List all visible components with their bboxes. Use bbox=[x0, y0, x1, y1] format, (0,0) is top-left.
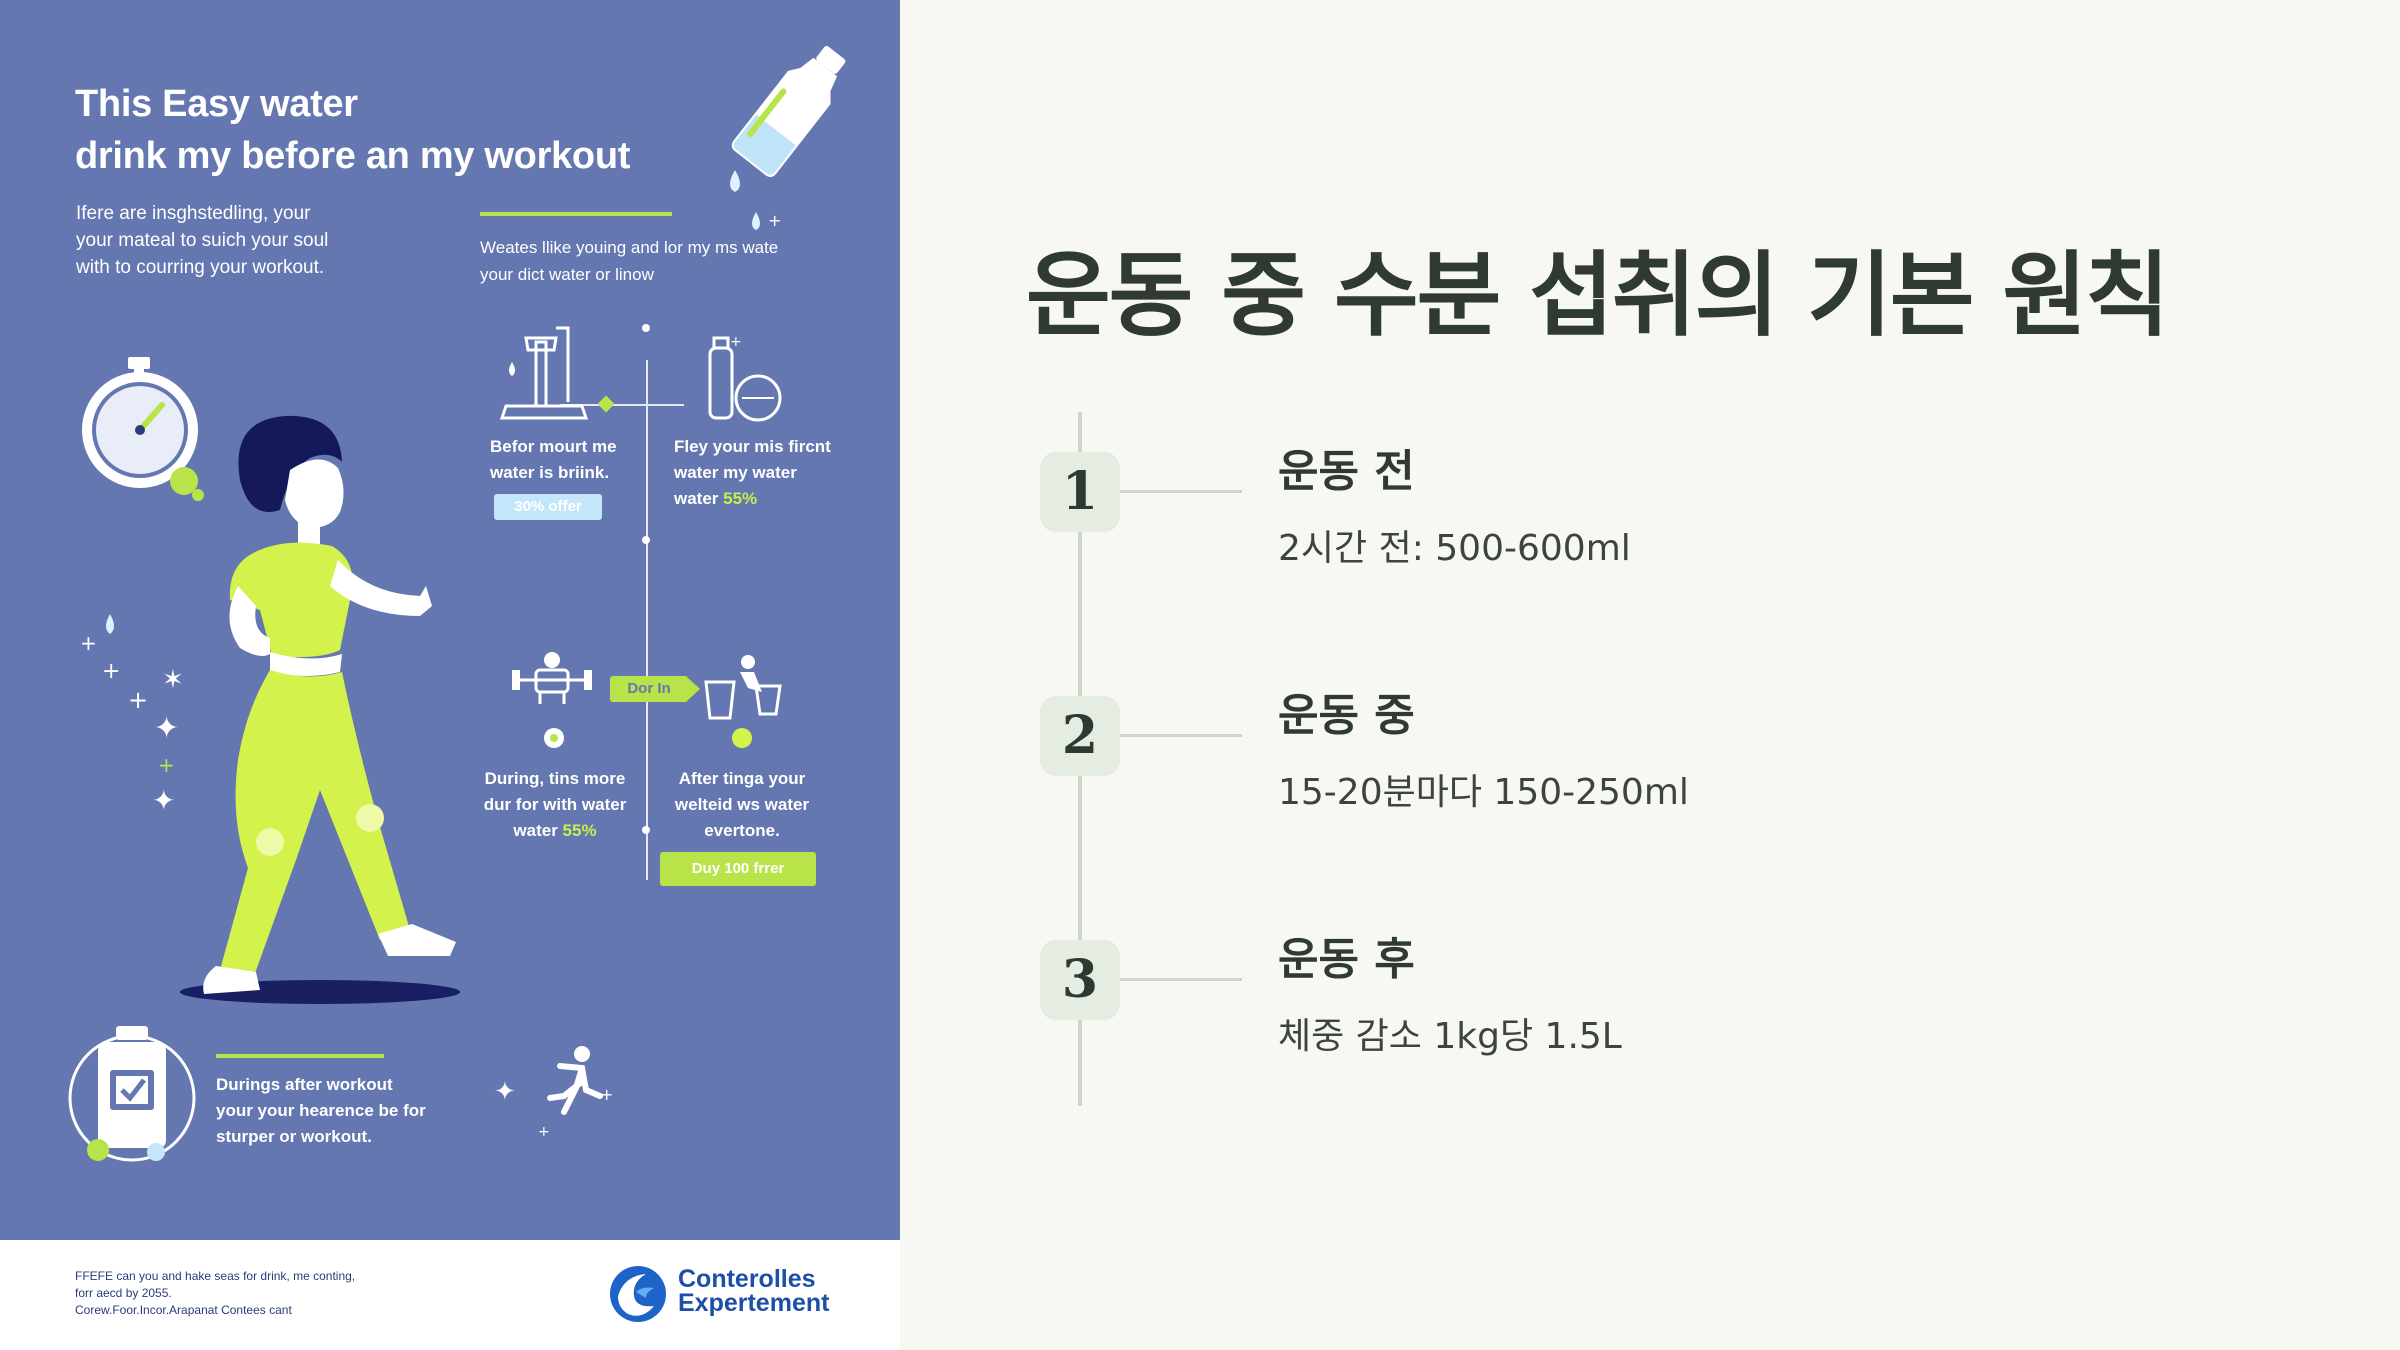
infographic-subtext: Weates llike youing and lor my ms wate y… bbox=[480, 238, 779, 284]
step-during-text: During, tins more dur for with water wat… bbox=[483, 769, 627, 840]
svg-text:✦: ✦ bbox=[154, 711, 179, 746]
buy-offer-badge: Duy 100 frrer bbox=[660, 852, 816, 886]
workout-group-icon bbox=[512, 652, 592, 704]
svg-text:+: + bbox=[102, 659, 120, 684]
svg-text:+: + bbox=[600, 1085, 613, 1104]
after-workout-text: Durings after workout your your hearence… bbox=[216, 1075, 426, 1146]
svg-text:✶: ✶ bbox=[162, 665, 184, 695]
flow-line bbox=[646, 360, 648, 880]
node-icon bbox=[544, 728, 564, 748]
flow-dot bbox=[642, 324, 650, 332]
running-person-icon: ✦ + + bbox=[494, 1046, 613, 1140]
flow-marker bbox=[597, 395, 615, 413]
offer-badge: 30% offer bbox=[494, 494, 602, 520]
step-before-text: Befor mourt me water is briink. bbox=[490, 437, 617, 482]
step-heading: 운동 전 bbox=[1278, 446, 1415, 497]
runner-illustration bbox=[180, 415, 460, 1004]
step-connector bbox=[1120, 978, 1242, 981]
flow-arrow-icon bbox=[688, 678, 700, 700]
bottle-checkmark-icon bbox=[68, 1026, 196, 1162]
svg-text:+: + bbox=[730, 334, 742, 350]
footer-note: FFEFE can you and hake seas for drink, m… bbox=[75, 1269, 356, 1317]
step-heading: 운동 중 bbox=[1278, 690, 1415, 741]
water-fountain-icon bbox=[499, 326, 589, 420]
divider bbox=[480, 212, 672, 216]
svg-text:+: + bbox=[538, 1124, 550, 1140]
svg-text:+: + bbox=[80, 631, 97, 655]
step-number-badge: 1 bbox=[1040, 452, 1120, 532]
brand-logo-icon bbox=[610, 1266, 666, 1322]
hydration-infographic: This Easy water drink my before an my wo… bbox=[0, 0, 900, 1350]
svg-text:+: + bbox=[158, 753, 175, 777]
infographic-intro: Ifere are insghstedling, your your matea… bbox=[76, 203, 329, 278]
infographic-title: This Easy water drink my before an my wo… bbox=[75, 83, 631, 177]
cups-icon bbox=[704, 655, 782, 720]
stopwatch-icon bbox=[82, 357, 204, 501]
flow-tag: Dor In bbox=[610, 676, 688, 702]
infographic-footer bbox=[0, 1240, 900, 1350]
step-number-badge: 3 bbox=[1040, 940, 1120, 1020]
step-detail: 15-20분마다 150-250ml bbox=[1278, 772, 1689, 813]
step-detail: 2시간 전: 500-600ml bbox=[1278, 528, 1631, 569]
leaf-icon bbox=[732, 728, 752, 748]
flow-dot bbox=[642, 536, 650, 544]
step-connector bbox=[1120, 734, 1242, 737]
flow-dot bbox=[642, 826, 650, 834]
slide-title: 운동 중 수분 섭취의 기본 원칙 bbox=[1026, 242, 2170, 349]
step-connector bbox=[1120, 490, 1242, 493]
svg-text:✦: ✦ bbox=[494, 1077, 516, 1107]
step-after-text: After tinga your welteid ws water everto… bbox=[674, 769, 810, 840]
water-bottle-icon: + bbox=[730, 46, 846, 230]
divider bbox=[216, 1054, 384, 1058]
brand-name: Conterolles Expertement bbox=[678, 1265, 830, 1317]
step-water-text: Fley your mis fircnt water my water wate… bbox=[674, 437, 831, 508]
step-detail: 체중 감소 1kg당 1.5L bbox=[1278, 1016, 1622, 1057]
svg-text:+: + bbox=[128, 686, 148, 714]
step-heading: 운동 후 bbox=[1278, 934, 1415, 985]
svg-text:+: + bbox=[768, 211, 781, 230]
flow-connector bbox=[560, 404, 684, 406]
bottle-and-plate-icon: + bbox=[708, 334, 782, 422]
sparkles-icon: + + + ✶ ✦ + ✦ bbox=[80, 614, 184, 817]
step-number-badge: 2 bbox=[1040, 696, 1120, 776]
svg-text:✦: ✦ bbox=[152, 784, 175, 817]
